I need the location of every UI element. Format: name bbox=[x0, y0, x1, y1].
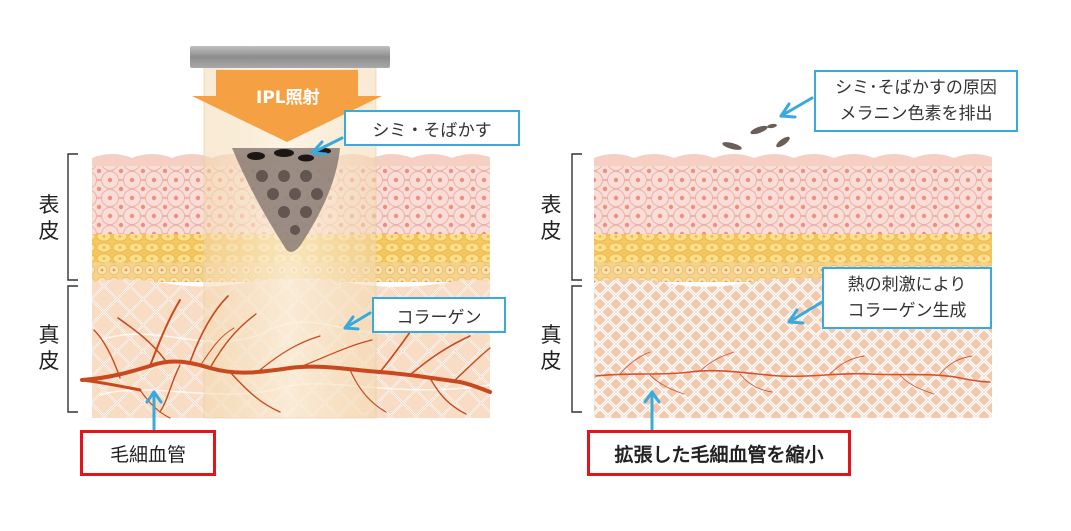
callout-heat: 熱の刺激により コラーゲン生成 bbox=[822, 267, 992, 329]
capillary-result-text: 拡張した毛細血管を縮小 bbox=[614, 440, 823, 467]
dermis-label-left: 真 皮 bbox=[36, 322, 62, 374]
dermis-bracket-right bbox=[572, 286, 582, 412]
dermis-text: 真 皮 bbox=[538, 322, 564, 374]
callout-heat-line1: 熱の刺激により bbox=[848, 272, 967, 298]
epidermis-text: 表 皮 bbox=[538, 192, 564, 244]
callout-melanin: シミ･そばかすの原因 メラニン色素を排出 bbox=[814, 70, 1018, 132]
dermis-bracket-left bbox=[68, 286, 78, 412]
capillary-label-text: 毛細血管 bbox=[110, 440, 186, 467]
callout-collagen-text: コラーゲン bbox=[397, 303, 482, 328]
ipl-label: IPL照射 bbox=[256, 83, 320, 108]
epidermis-text: 表 皮 bbox=[36, 192, 62, 244]
callout-collagen: コラーゲン bbox=[372, 297, 506, 333]
dermis-label-right: 真 皮 bbox=[538, 322, 564, 374]
callout-heat-line2: コラーゲン生成 bbox=[848, 298, 967, 324]
callout-spots: シミ・そばかす bbox=[344, 110, 520, 146]
capillary-label-box: 毛細血管 bbox=[80, 430, 216, 476]
callout-spots-text: シミ・そばかす bbox=[372, 116, 491, 141]
epidermis-label-right: 表 皮 bbox=[538, 192, 564, 244]
callout-melanin-line2: メラニン色素を排出 bbox=[840, 101, 993, 127]
ipl-nozzle bbox=[190, 46, 390, 68]
callout-melanin-line1: シミ･そばかすの原因 bbox=[835, 75, 997, 101]
epidermis-label-left: 表 皮 bbox=[36, 192, 62, 244]
expelled-melanin bbox=[722, 123, 792, 151]
callout-arrow-melanin bbox=[781, 98, 812, 117]
dermis-text: 真 皮 bbox=[36, 322, 62, 374]
epidermis-bracket-left bbox=[68, 154, 78, 280]
epidermis-bracket-right bbox=[572, 154, 582, 280]
capillary-result-box: 拡張した毛細血管を縮小 bbox=[587, 430, 851, 476]
